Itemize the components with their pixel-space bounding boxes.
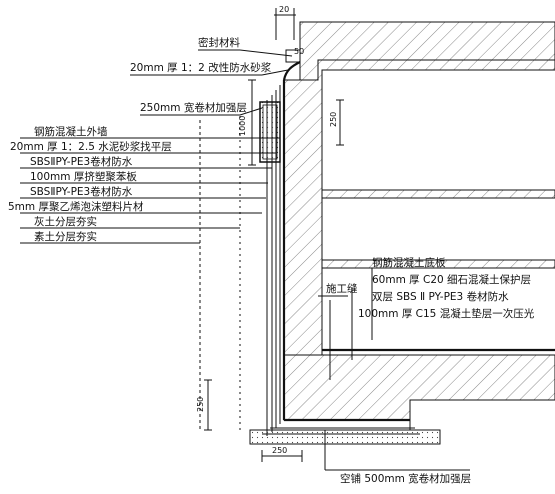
label-pe-foam-sheet: 5mm 厚聚乙烯泡沫塑料片材	[8, 200, 144, 213]
concrete-structure	[283, 21, 555, 421]
label-rc-wall: 钢筋混凝土外墙	[34, 125, 108, 138]
right-leaders	[318, 268, 470, 471]
dim-250-horizontal: 250	[272, 446, 287, 455]
left-labels: 密封材料 20mm 厚 1：2 改性防水砂浆 250mm 宽卷材加强层 钢筋混凝…	[8, 36, 272, 243]
label-sbs-membrane-2: SBSⅡPY-PE3卷材防水	[30, 185, 133, 198]
left-leaders	[20, 49, 293, 244]
label-c15-cushion: 100mm 厚 C15 混凝土垫层一次压光	[358, 307, 535, 320]
top-seal-detail	[282, 22, 301, 81]
label-sbs-membrane-1: SBSⅡPY-PE3卷材防水	[30, 155, 133, 168]
label-lime-soil: 灰土分层夯实	[34, 215, 97, 228]
label-double-sbs-membrane: 双层 SBS Ⅱ PY-PE3 卷材防水	[372, 290, 509, 303]
dim-top-50: 50	[294, 47, 304, 56]
label-fine-concrete-protection: 60mm 厚 C20 细石混凝土保护层	[372, 273, 531, 286]
base-layers	[249, 348, 555, 445]
label-modified-mortar: 20mm 厚 1：2 改性防水砂浆	[130, 61, 272, 74]
dimensions: 20 50 1000 250 250 250	[196, 5, 344, 462]
label-leveling-layer: 20mm 厚 1：2.5 水泥砂浆找平层	[10, 140, 172, 153]
label-xps-board: 100mm 厚挤塑聚苯板	[30, 170, 137, 183]
label-rc-base-slab: 钢筋混凝土底板	[372, 256, 446, 269]
dim-1000: 1000	[238, 116, 247, 136]
label-membrane-strip-250: 250mm 宽卷材加强层	[140, 101, 247, 114]
label-sealant: 密封材料	[198, 36, 240, 49]
dim-top-20: 20	[279, 5, 289, 14]
right-labels: 钢筋混凝土底板 60mm 厚 C20 细石混凝土保护层 双层 SBS Ⅱ PY-…	[326, 256, 535, 485]
label-construction-joint: 施工缝	[326, 282, 358, 295]
label-bottom-membrane-strip: 空铺 500mm 宽卷材加强层	[340, 472, 471, 485]
dim-250-top: 250	[329, 112, 338, 127]
insulation-board	[259, 101, 281, 163]
label-plain-soil: 素土分层夯实	[34, 230, 97, 243]
dim-250-bottom: 250	[196, 397, 205, 412]
soil-area	[199, 110, 241, 430]
